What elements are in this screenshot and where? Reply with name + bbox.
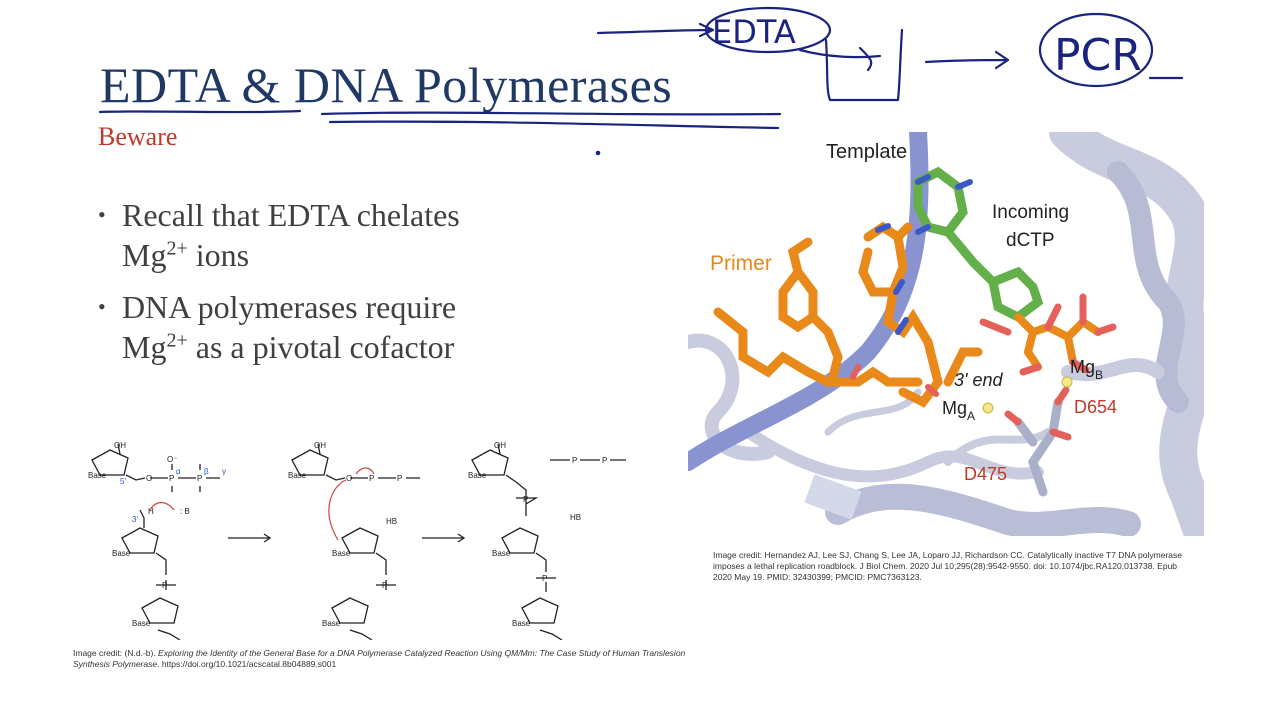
hb-label: HB	[570, 513, 581, 522]
slide-title: EDTA & DNA Polymerases	[100, 57, 673, 113]
alpha-label: α	[176, 467, 181, 476]
bullet-dot: •	[98, 202, 106, 227]
bullet-list: • Recall that EDTA chelates Mg2+ ions • …	[98, 195, 568, 379]
mechanism-figure: OH Base 5' O P α P β γ O⁻ 3' H : B Base …	[88, 441, 626, 640]
template-label: Template	[826, 141, 907, 163]
oh-label: OH	[494, 441, 506, 450]
base-label: Base	[322, 619, 341, 628]
edta-ink-text: EDTA	[712, 13, 796, 51]
mga-label: MgA	[942, 398, 975, 423]
base-label: Base	[332, 549, 351, 558]
dctp-label: dCTP	[1006, 230, 1055, 251]
credit-prefix: Image credit: (N.d.-b).	[73, 648, 159, 658]
arrow-to-edta-icon	[596, 22, 715, 38]
five-prime-label: 5'	[120, 477, 126, 486]
p-label: P	[369, 474, 374, 483]
p-label: P	[542, 574, 547, 583]
three-prime-end-label: 3' end	[954, 370, 1003, 390]
triphosphate-oxygen	[979, 293, 1117, 376]
oh-label: OH	[114, 441, 126, 450]
mgb-text: Mg	[1070, 357, 1095, 377]
arrow-to-pcr-icon	[924, 50, 1010, 70]
mgb-label: MgB	[1070, 357, 1103, 382]
o-label: O	[346, 474, 352, 483]
primer-label: Primer	[710, 252, 772, 275]
p-label: P	[523, 495, 528, 504]
d475-label: D475	[964, 464, 1007, 484]
primer-nitrogen	[875, 223, 909, 335]
d654-label: D654	[1074, 397, 1117, 417]
magnesium-a-ion	[982, 402, 994, 414]
title-underline-second	[328, 120, 780, 130]
base-label: Base	[112, 549, 131, 558]
bullet-item: • DNA polymerases require Mg2+ as a pivo…	[98, 287, 568, 367]
base-label: Base	[468, 471, 487, 480]
dctp-nitrogen	[915, 174, 973, 235]
slide-subtitle: Beware	[98, 122, 178, 151]
beta-label: β	[204, 467, 209, 476]
p-alpha-label: P	[169, 474, 174, 483]
bullet-text-mg: Mg	[122, 329, 167, 365]
edta-circle	[704, 6, 832, 54]
pcr-ink-text: PCR	[1054, 30, 1142, 81]
hb-label: HB	[386, 517, 397, 526]
beta-sheet	[804, 474, 862, 520]
bullet-text-after: ions	[187, 237, 250, 273]
base-label: Base	[88, 471, 107, 480]
pcr-circle	[1038, 12, 1154, 88]
p-label: P	[382, 581, 387, 590]
base-b-label: : B	[180, 507, 190, 516]
mgb-subscript: B	[1095, 368, 1103, 382]
ink-dot	[595, 150, 601, 156]
aspartate-residues	[1013, 397, 1063, 497]
base-label: Base	[492, 549, 511, 558]
bullet-superscript: 2+	[166, 237, 188, 260]
bullet-text-after: as a pivotal cofactor	[187, 329, 455, 365]
o-minus-label: O⁻	[167, 455, 177, 464]
bullet-text: DNA polymerases require	[122, 289, 457, 325]
h-label: H	[148, 507, 154, 516]
base-label: Base	[132, 619, 151, 628]
bullet-text: Recall that EDTA chelates	[122, 197, 460, 233]
polymerase-structure-figure: Template Incoming dCTP Primer 3' end MgB…	[688, 132, 1204, 536]
incoming-label: Incoming	[992, 202, 1069, 223]
base-label: Base	[288, 471, 307, 480]
p-label: P	[572, 456, 577, 465]
p-label: P	[397, 474, 402, 483]
gamma-label: γ	[222, 467, 226, 476]
magnesium-b-ion	[1061, 376, 1073, 388]
protein-ribbons	[688, 132, 1204, 536]
oh-label: OH	[314, 441, 326, 450]
primer-strand	[713, 221, 983, 408]
three-prime-label: 3'	[132, 515, 138, 524]
aspartate-oxygen	[1004, 386, 1072, 441]
mga-subscript: A	[967, 409, 975, 423]
mga-text: Mg	[942, 398, 967, 418]
p-beta-label: P	[197, 474, 202, 483]
electron-arrows	[149, 467, 375, 541]
bullet-item: • Recall that EDTA chelates Mg2+ ions	[98, 195, 568, 275]
primer-oxygen	[850, 364, 939, 397]
mechanism-figure-credit: Image credit: (N.d.-b). Exploring the Id…	[73, 648, 693, 670]
protein-figure-credit: Image credit: Hernandez AJ, Lee SJ, Chan…	[713, 550, 1182, 582]
bullet-superscript: 2+	[166, 329, 188, 352]
mechanism-labels: OH Base 5' O P α P β γ O⁻ 3' H : B Base …	[88, 441, 607, 628]
p-label: P	[162, 581, 167, 590]
p-label: P	[602, 456, 607, 465]
beaker-arrow-icon	[798, 46, 882, 72]
beaker-icon	[824, 28, 904, 102]
base-label: Base	[512, 619, 531, 628]
o-label: O	[146, 474, 152, 483]
credit-suffix: . https://doi.org/10.1021/acscatal.8b048…	[157, 659, 337, 669]
credit-title: Exploring the Identity of the General Ba…	[73, 648, 686, 669]
bullet-dot: •	[98, 294, 106, 319]
bullet-text-mg: Mg	[122, 237, 167, 273]
mechanism-bonds	[91, 443, 626, 640]
